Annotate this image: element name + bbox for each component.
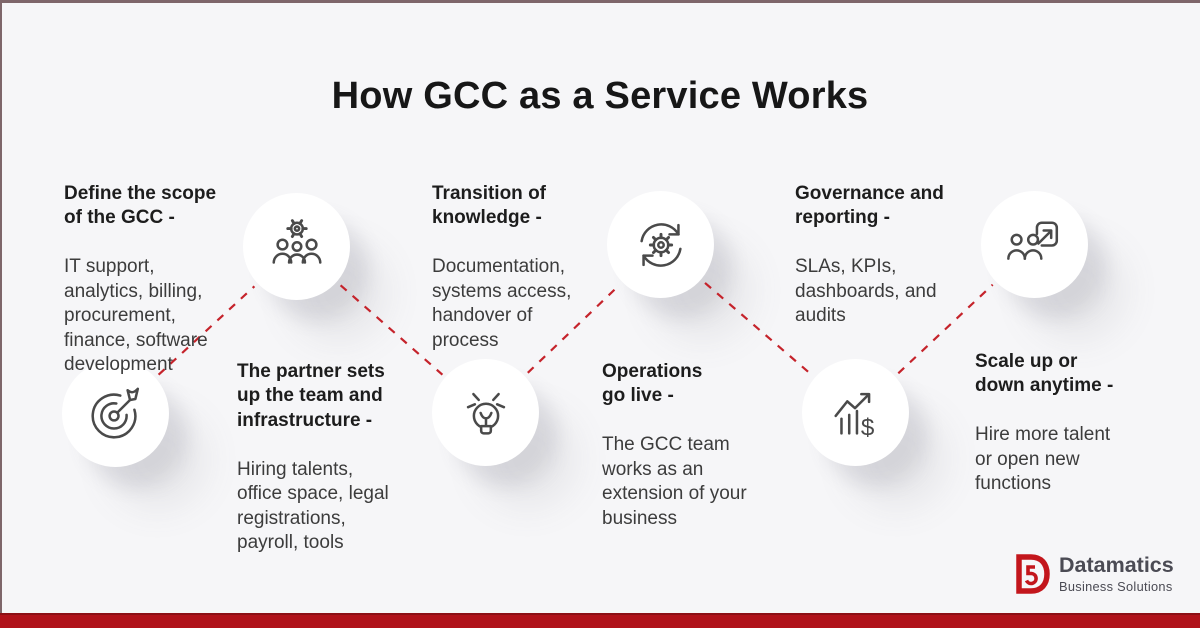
step-5-heading: Governance and reporting -	[795, 182, 944, 229]
top-frame-line	[0, 0, 1200, 3]
logo-name: Datamatics	[1059, 553, 1174, 578]
step-4-body: The GCC team works as an extension of yo…	[602, 434, 747, 529]
step-1-body: IT support, analytics, billing, procurem…	[64, 256, 208, 375]
step-1-heading: Define the scope of the GCC -	[64, 182, 217, 229]
team-gear-icon	[271, 218, 322, 264]
step-5-text: Governance and reporting - SLAs, KPIs, d…	[795, 157, 990, 353]
datamatics-logo-icon	[1016, 554, 1050, 594]
step-3-heading: Transition of knowledge -	[432, 182, 546, 229]
step-6-text: Scale up or down anytime - Hire more tal…	[975, 325, 1165, 521]
step-1-text: Define the scope of the GCC - IT support…	[64, 157, 259, 402]
bottom-red-bar	[0, 613, 1200, 628]
step-5-body: SLAs, KPIs, dashboards, and audits	[795, 256, 937, 326]
target-icon	[91, 387, 139, 438]
brand-logo: Datamatics Business Solutions	[1010, 554, 1174, 594]
left-frame-line	[0, 0, 2, 628]
lightbulb-icon	[466, 392, 505, 435]
step-3-text: Transition of knowledge - Documentation,…	[432, 157, 622, 378]
step-3-node	[607, 191, 714, 298]
step-3-body: Documentation, systems access, handover …	[432, 256, 572, 351]
step-2-body: Hiring talents, office space, legal regi…	[237, 458, 389, 554]
step-2-text: The partner sets up the team and infrast…	[237, 335, 437, 580]
step-6-node: $	[802, 359, 909, 466]
step-4-node	[432, 359, 539, 466]
step-2-heading: The partner sets up the team and infrast…	[237, 360, 385, 431]
team-growth-icon	[1006, 220, 1058, 260]
page-title: How GCC as a Service Works	[331, 75, 869, 118]
step-5-node	[981, 191, 1088, 298]
growth-dollar-icon: $	[833, 392, 874, 441]
sync-gear-icon	[639, 222, 682, 267]
logo-subtitle: Business Solutions	[1059, 578, 1173, 594]
step-4-text: Operations go live - The GCC team works …	[602, 335, 802, 556]
step-6-heading: Scale up or down anytime -	[975, 350, 1114, 397]
step-6-body: Hire more talent or open new functions	[975, 424, 1111, 494]
step-4-heading: Operations go live -	[602, 360, 703, 407]
step-1-node	[62, 360, 169, 467]
step-2-node	[243, 193, 350, 300]
svg-text:$: $	[860, 414, 874, 441]
